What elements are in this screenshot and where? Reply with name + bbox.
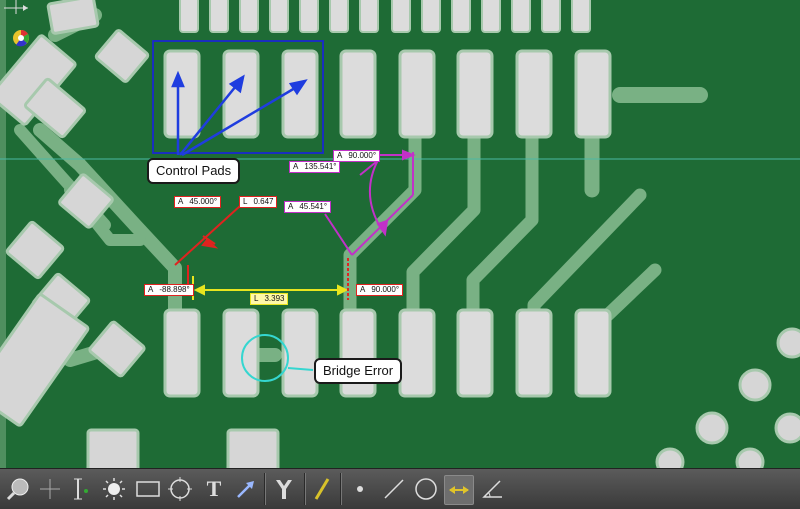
red-measurement [174, 205, 241, 285]
circle-icon [415, 478, 437, 500]
y-junction-tool[interactable] [270, 475, 298, 503]
tag-key: A [360, 285, 366, 294]
tag-value: 90.000° [371, 285, 400, 294]
angle-icon [482, 480, 502, 498]
pcb-pads-top-row [179, 0, 591, 33]
magnifier-icon [6, 478, 29, 501]
callout-control-pads: Control Pads [147, 158, 241, 184]
text-tool[interactable]: T [200, 475, 228, 503]
distance-tool[interactable] [444, 475, 474, 505]
rectangle-tool[interactable] [134, 475, 162, 503]
tag-key: A [288, 202, 294, 211]
tag-value: 90.000° [348, 151, 377, 160]
brightness-tool[interactable] [100, 475, 128, 503]
angle-construction [324, 149, 416, 256]
control-pads-box [152, 40, 324, 154]
double-arrow-icon [449, 486, 469, 494]
point-tool[interactable] [346, 475, 374, 503]
circle-target-tool[interactable] [166, 475, 194, 503]
tag-value: -88.898° [159, 285, 190, 294]
tag-red-length: L 0.647 [239, 196, 278, 208]
callout-bridge-error: Bridge Error [314, 358, 403, 384]
caliper-icon [74, 478, 88, 500]
tag-angle-lower: A 45.541° [284, 201, 332, 213]
tag-value: 45.000° [189, 197, 218, 206]
angle-tool[interactable] [478, 475, 506, 503]
pcb-board-image [0, 0, 800, 468]
tag-span-length: L 3.393 [250, 293, 289, 305]
tag-right-angle: A 90.000° [356, 284, 404, 296]
tag-key: A [293, 162, 299, 171]
pcb-pads-left [0, 0, 280, 468]
pencil-tool[interactable] [308, 475, 336, 503]
rectangle-icon [136, 481, 160, 497]
pcb-pads-round [655, 327, 800, 468]
toolbar-separator [340, 473, 342, 505]
tag-value: 3.393 [264, 294, 285, 303]
move-icon[interactable] [4, 0, 28, 14]
arrow-tool[interactable] [232, 475, 260, 503]
arrow-icon [237, 481, 254, 498]
toolbar-separator [264, 473, 266, 505]
tag-key: A [148, 285, 154, 294]
crosshair-tool[interactable] [36, 475, 64, 503]
color-wheel-icon[interactable] [13, 29, 29, 47]
callout-arrows [171, 70, 308, 157]
tag-left-angle: A -88.898° [144, 284, 194, 296]
tag-angle-top: A 90.000° [333, 150, 381, 162]
line-tool[interactable] [380, 475, 408, 503]
pencil-icon [314, 478, 330, 500]
line-icon [384, 479, 404, 499]
text-icon: T [206, 476, 222, 501]
circle-target-icon [168, 477, 192, 501]
pcb-pads-middle-row [163, 49, 612, 139]
crosshair-icon [40, 479, 60, 499]
caliper-tool[interactable] [66, 475, 94, 503]
tag-key: L [254, 294, 259, 303]
tag-red-angle: A 45.000° [174, 196, 222, 208]
tag-value: 0.647 [253, 197, 274, 206]
tag-key: A [337, 151, 343, 160]
toolbar-separator [304, 473, 306, 505]
magnify-tool[interactable] [4, 475, 32, 503]
tag-value: 45.541° [299, 202, 328, 211]
bridge-error-marker [241, 334, 314, 382]
sun-icon [103, 478, 125, 500]
circle-tool[interactable] [412, 475, 440, 503]
span-measurement [192, 258, 349, 300]
tag-key: A [178, 197, 184, 206]
tag-value: 135.541° [304, 162, 337, 171]
tag-key: L [243, 197, 248, 206]
dot-icon [357, 486, 363, 492]
y-junction-icon [276, 480, 292, 499]
tag-angle-upper: A 135.541° [289, 161, 341, 173]
measurement-toolbar: T [0, 468, 800, 509]
